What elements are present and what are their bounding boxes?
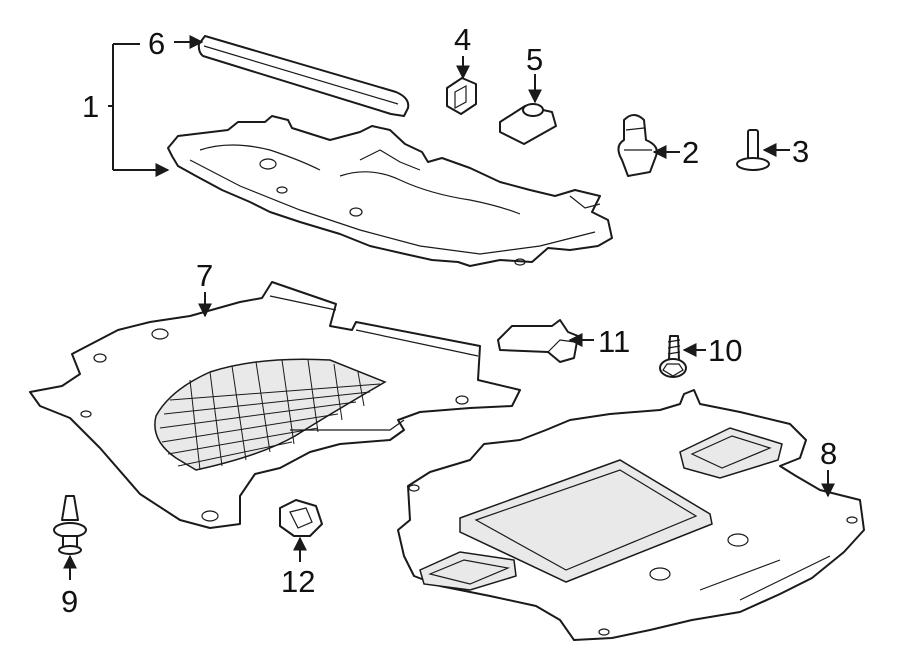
part-3-stud [736,129,770,171]
callout-3: 3 [792,134,809,169]
part-6-seal-strip [197,35,410,117]
callout-10: 10 [708,333,742,368]
callout-11: 11 [598,324,630,359]
part-9-push-pin [53,495,87,555]
part-7-lower-splash-shield [29,281,521,529]
callout-4: 4 [454,22,471,57]
callout-9: 9 [61,584,78,619]
part-8-engine-undercover [397,389,865,641]
callout-2: 2 [682,135,699,170]
callout-1: 1 [82,89,99,124]
part-11-bracket [497,319,579,363]
part-4-nut [446,77,477,115]
leader-lines [63,35,835,580]
callout-8: 8 [820,436,837,471]
part-10-screw [659,335,687,378]
callout-6: 6 [148,26,165,61]
part-2-push-pin [617,114,658,177]
part-1-upper-splash-shield [167,115,613,267]
part-12-clip-nut [279,499,323,537]
callout-5: 5 [526,42,543,77]
callout-7: 7 [196,258,213,293]
part-5-clip [499,103,557,145]
callout-12: 12 [281,564,315,599]
callout-labels: 1 2 3 4 5 6 7 8 9 10 11 12 [61,22,837,619]
